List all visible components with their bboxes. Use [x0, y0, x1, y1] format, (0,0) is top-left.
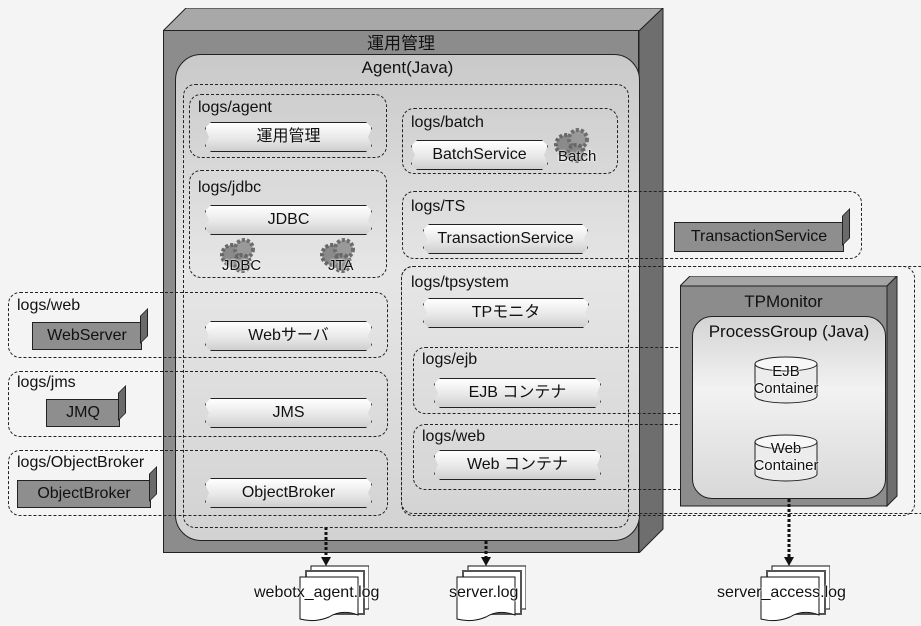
log-group-tpsystem-label: logs/tpsystem	[411, 274, 509, 291]
ejb-container-line1: EJB	[772, 363, 800, 380]
web-container-line2: Container	[753, 457, 819, 474]
arrow-to-agent-log	[321, 527, 331, 566]
log-group-objectbroker	[8, 450, 388, 516]
component-transactionservice: TransactionService	[423, 224, 588, 254]
log-group-jdbc	[189, 170, 387, 278]
log-group-tpsystem-frame	[401, 266, 915, 516]
arrow-to-server-log	[481, 541, 491, 566]
external-webserver: WebServer	[32, 322, 142, 350]
log-group-ejb-label: logs/ejb	[422, 351, 478, 368]
web-container-label: Web Container	[740, 440, 832, 474]
ejb-container-cylinder-icon	[754, 356, 818, 404]
management-box-top	[163, 8, 663, 31]
log-file-server: server.log	[449, 584, 519, 601]
component-tp-monitor: TPモニタ	[423, 298, 589, 328]
management-title: 運用管理	[367, 34, 435, 53]
tpmonitor-title: TPMonitor	[744, 292, 823, 311]
log-group-ts-label: logs/TS	[411, 198, 466, 215]
component-jdbc: JDBC	[205, 205, 372, 235]
log-group-ts	[402, 191, 862, 259]
log-file-icon	[299, 565, 369, 622]
log-group-jms	[8, 371, 388, 437]
external-jmq: JMQ	[46, 399, 120, 427]
external-transactionservice-label: TransactionService	[690, 228, 828, 245]
log-group-batch	[402, 108, 618, 174]
ejb-container-line2: Container	[753, 380, 819, 397]
gear-icon	[554, 128, 589, 163]
web-container-line1: Web	[770, 440, 802, 457]
external-objectbroker-label: ObjectBroker	[37, 485, 131, 502]
component-ejb-container: EJB コンテナ	[434, 378, 601, 408]
jta-icon-label: JTA	[328, 257, 354, 274]
component-objectbroker: ObjectBroker	[205, 478, 372, 508]
ejb-container-label: EJB Container	[740, 363, 832, 397]
process-group-title: ProcessGroup (Java)	[708, 322, 870, 341]
component-web-container: Web コンテナ	[434, 450, 601, 480]
component-batchservice: BatchService	[411, 140, 548, 170]
log-group-webcontainer-label: logs/web	[422, 428, 486, 445]
jdbc-icon-label: JDBC	[222, 257, 262, 274]
log-file-icon	[760, 565, 830, 622]
log-group-batch-label: logs/batch	[411, 114, 484, 131]
gear-icon	[220, 238, 255, 273]
log-group-agent-label: logs/agent	[198, 99, 272, 116]
web-container-cylinder-icon	[754, 434, 818, 482]
log-file-icon	[456, 565, 526, 622]
component-management: 運用管理	[205, 122, 372, 152]
external-objectbroker: ObjectBroker	[17, 480, 151, 508]
external-transactionservice: TransactionService	[674, 222, 844, 252]
agent-title: Agent(Java)	[361, 58, 454, 77]
log-group-agent	[189, 94, 387, 158]
log-group-jms-label: logs/jms	[17, 374, 76, 391]
external-jmq-label: JMQ	[66, 404, 100, 421]
log-file-webotx-agent: webotx_agent.log	[254, 584, 380, 601]
external-webserver-label: WebServer	[47, 327, 127, 344]
agent-log-area	[183, 84, 629, 528]
log-group-web-label: logs/web	[17, 297, 81, 314]
gear-icon	[320, 238, 355, 273]
component-web-server: Webサーバ	[205, 321, 372, 351]
component-jms: JMS	[205, 398, 372, 428]
arrow-to-access-log	[784, 499, 794, 566]
log-group-jdbc-label: logs/jdbc	[198, 179, 262, 196]
log-group-web	[8, 292, 388, 358]
log-file-server-access: server_access.log	[717, 584, 846, 601]
log-group-objectbroker-label: logs/ObjectBroker	[17, 454, 145, 471]
batch-icon-label: Batch	[558, 148, 597, 165]
